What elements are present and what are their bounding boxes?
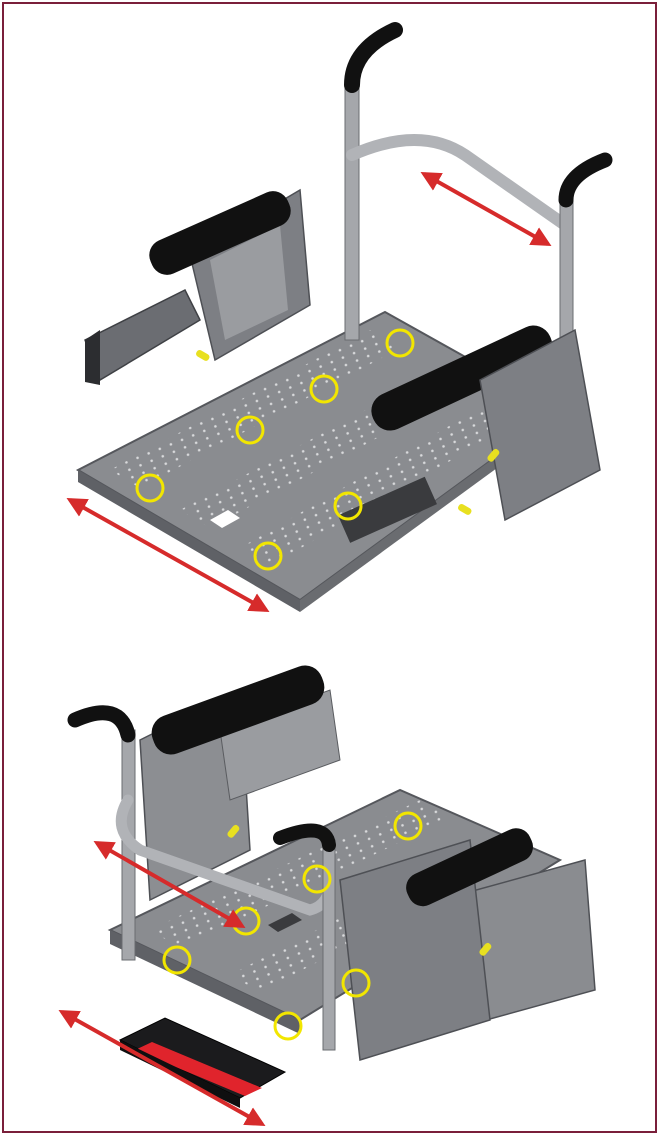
top-fastener-markers (135, 328, 415, 571)
adjustment-arrow-icon (66, 498, 270, 612)
bottom-assembly (58, 665, 596, 1126)
top-lever-3 (458, 503, 472, 515)
top-right-armrest-pad (371, 325, 553, 431)
bottom-handle-grip-left (67, 705, 136, 743)
fastener-marker-icon (309, 374, 339, 404)
top-handle-grip-right (558, 152, 613, 208)
bottom-right-armrest-pad (406, 828, 533, 907)
top-crossbar (346, 134, 571, 231)
adjustment-arrow-icon (93, 841, 246, 928)
fastener-marker-icon (162, 945, 192, 975)
adjustment-arrow-icon (420, 172, 552, 246)
fastener-marker-icon (393, 811, 423, 841)
fastener-marker-icon (385, 328, 415, 358)
fastener-marker-icon (302, 864, 332, 894)
top-upright-post-left (344, 79, 360, 341)
top-lever-2 (487, 448, 500, 462)
bottom-handle-grip-right (273, 823, 336, 852)
bottom-left-armrest-pad (151, 665, 325, 755)
top-assembly (66, 22, 613, 612)
top-lever-1 (196, 350, 210, 361)
fastener-marker-icon (333, 491, 363, 521)
bottom-lever-1 (227, 824, 240, 838)
fastener-marker-icon (235, 415, 265, 445)
adjustment-arrow-icon (58, 1010, 266, 1126)
fastener-marker-icon (273, 1011, 303, 1041)
bottom-fastener-markers (162, 811, 423, 1041)
bottom-right-side-bracket (339, 839, 491, 1061)
top-left-extension-tube (84, 288, 201, 382)
top-left-armrest-pad (149, 191, 291, 275)
fastener-marker-icon (341, 968, 371, 998)
bottom-lever-2 (479, 942, 492, 956)
top-handle-grip-left (344, 22, 403, 93)
top-right-side-bracket (479, 328, 601, 522)
